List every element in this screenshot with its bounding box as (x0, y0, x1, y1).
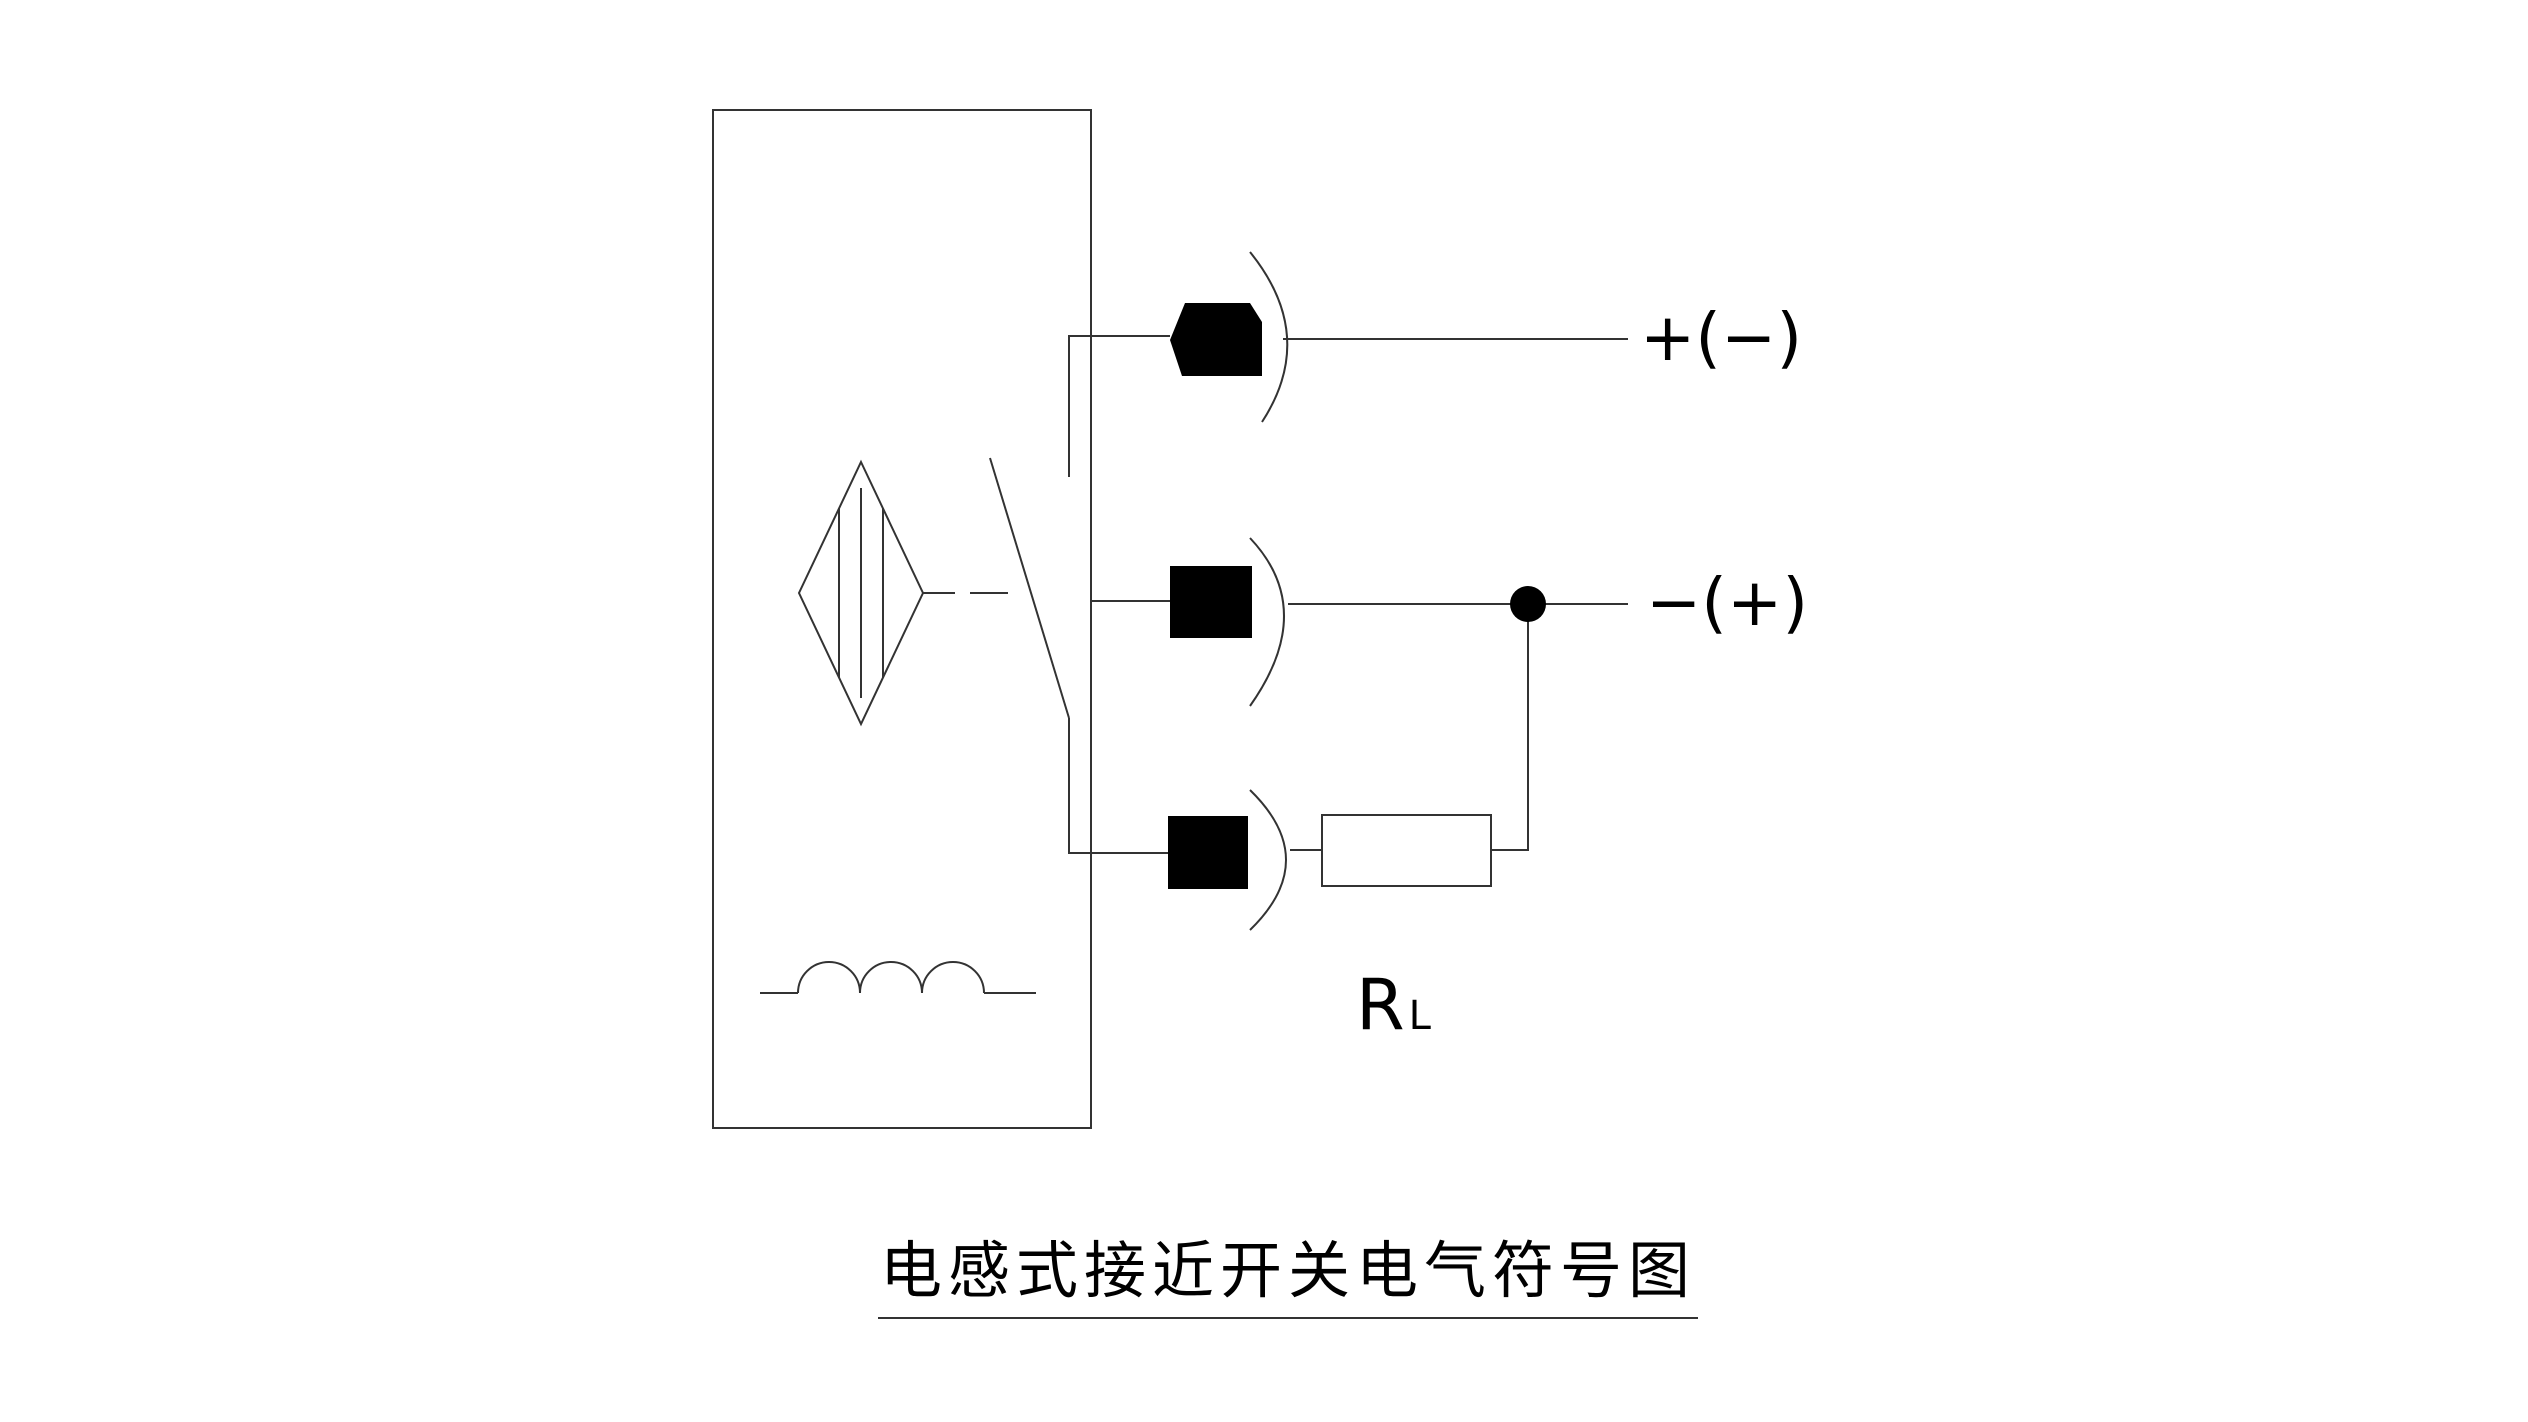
connector-pin-top (1170, 303, 1262, 376)
diagram-caption: 电感式接近开关电气符号图 (880, 1234, 1697, 1307)
connector-pin-bottom (1168, 816, 1248, 889)
external-wiring (1283, 338, 1628, 851)
sensor-housing (712, 109, 1092, 1129)
internal-wiring (1068, 335, 1170, 854)
switch-contact-blade (989, 457, 1070, 719)
caption-underline (878, 1317, 1698, 1319)
resistor-label-subscript: L (1408, 993, 1431, 1039)
terminal-label-top: +(−) (1640, 299, 1803, 376)
resistor-label-symbol: R (1356, 964, 1405, 1046)
connector-pin-middle (1170, 566, 1252, 638)
junction-dot (1510, 586, 1546, 622)
sensing-element-diamond (797, 459, 925, 727)
connector-arcs (1249, 251, 1289, 931)
load-resistor-rl (1321, 814, 1492, 887)
inductor-coil-symbol (760, 961, 1036, 994)
terminal-label-middle: −(+) (1646, 564, 1809, 641)
